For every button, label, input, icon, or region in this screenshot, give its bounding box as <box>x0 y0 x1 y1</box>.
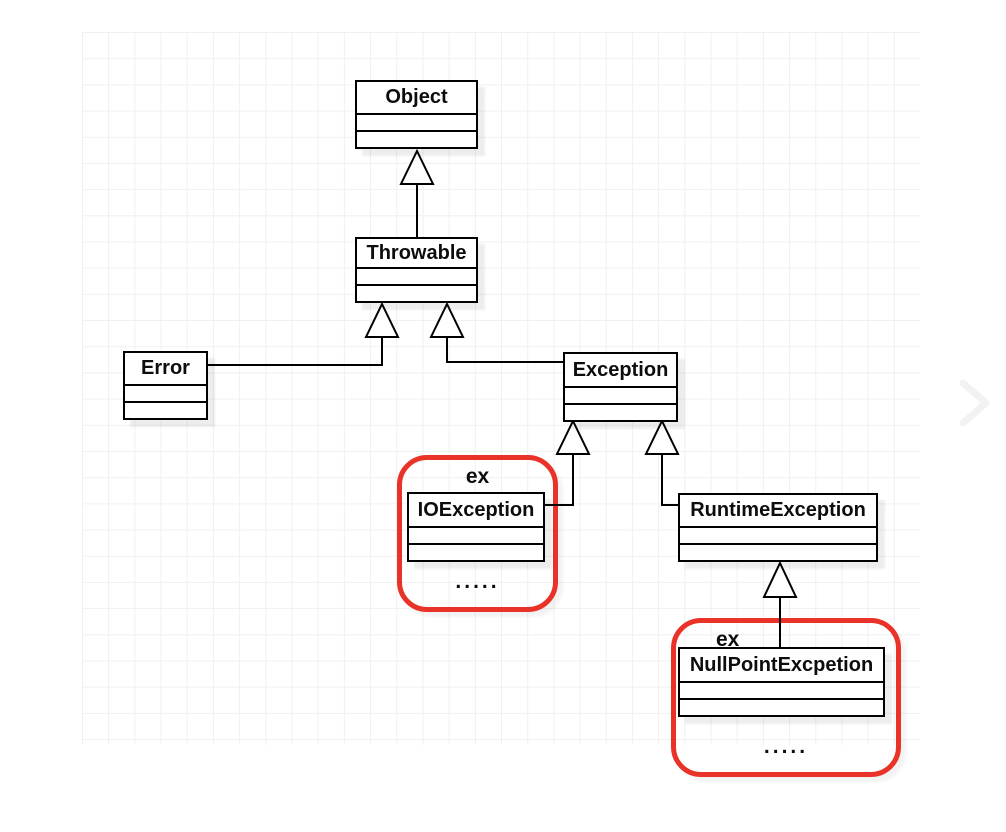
generalization-arrow-icon <box>644 418 680 455</box>
generalization-arrow-icon <box>555 418 591 455</box>
highlight-group-io: ex ..... <box>397 455 558 612</box>
attributes-compartment <box>680 526 876 543</box>
methods-compartment <box>565 403 676 420</box>
highlight-group-runtime: ex ..... <box>671 618 901 777</box>
class-node-error: Error <box>123 351 208 420</box>
generalization-arrow-icon <box>399 148 435 185</box>
methods-compartment <box>125 401 206 418</box>
class-name: Throwable <box>366 241 467 264</box>
class-name: RuntimeException <box>690 499 866 521</box>
class-node-runtimeexception: RuntimeException <box>678 493 878 562</box>
attributes-compartment <box>357 113 476 130</box>
edge-error-throwable <box>208 337 383 366</box>
generalization-arrow-icon <box>364 301 400 338</box>
attributes-compartment <box>125 384 206 401</box>
class-node-throwable: Throwable <box>355 237 478 303</box>
edge-runtimeexception-exception <box>661 454 678 506</box>
attributes-compartment <box>680 681 883 698</box>
group-label-ex: ex <box>716 628 740 651</box>
class-node-nullpointexcpetion: NullPointExcpetion <box>678 647 885 717</box>
methods-compartment <box>680 543 876 560</box>
generalization-arrow-icon <box>429 301 465 338</box>
edge-ioexception-exception <box>545 454 574 506</box>
ellipsis-dots: ..... <box>763 735 809 758</box>
generalization-arrow-icon <box>762 560 798 598</box>
methods-compartment <box>409 543 543 560</box>
methods-compartment <box>357 284 476 301</box>
class-name: IOException <box>417 498 535 521</box>
class-name: Error <box>141 357 190 379</box>
attributes-compartment <box>565 386 676 403</box>
class-name: Exception <box>572 358 669 381</box>
attributes-compartment <box>409 526 543 543</box>
next-chevron-icon[interactable] <box>952 375 996 433</box>
class-node-object: Object <box>355 80 478 149</box>
methods-compartment <box>680 698 883 715</box>
class-node-ioexception: IOException <box>407 492 545 562</box>
edge-exception-throwable <box>446 337 563 363</box>
methods-compartment <box>357 130 476 147</box>
ellipsis-dots: ..... <box>455 570 500 593</box>
class-name: Object <box>385 86 448 108</box>
group-label-ex: ex <box>465 465 490 488</box>
class-name: NullPointExcpetion <box>689 653 874 676</box>
class-node-exception: Exception <box>563 352 678 422</box>
attributes-compartment <box>357 267 476 284</box>
